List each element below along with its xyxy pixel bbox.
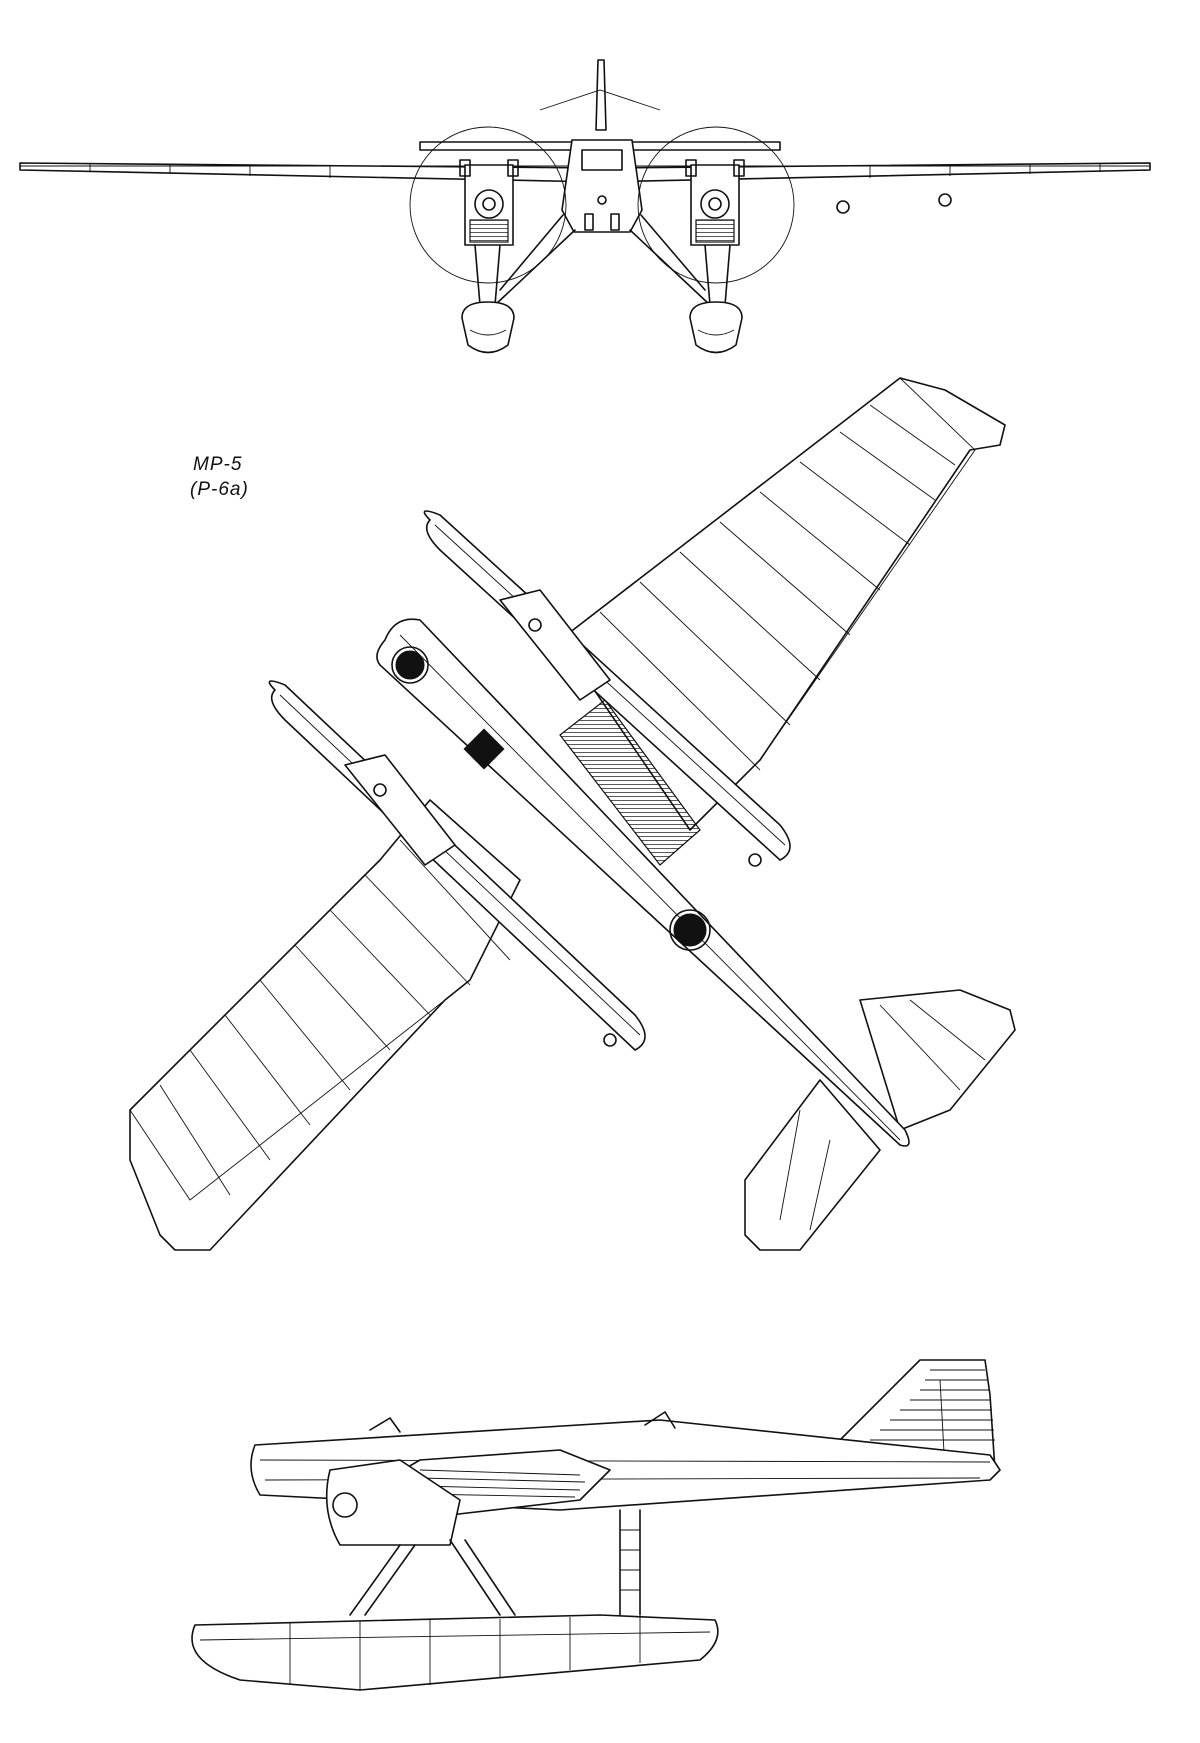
plan-view xyxy=(129,377,1016,1251)
aircraft-alt-designation-label: (P-6a) xyxy=(190,479,249,500)
aircraft-designation-label: MP-5 xyxy=(193,454,243,475)
front-view xyxy=(19,59,1151,354)
side-view xyxy=(191,1359,1001,1691)
